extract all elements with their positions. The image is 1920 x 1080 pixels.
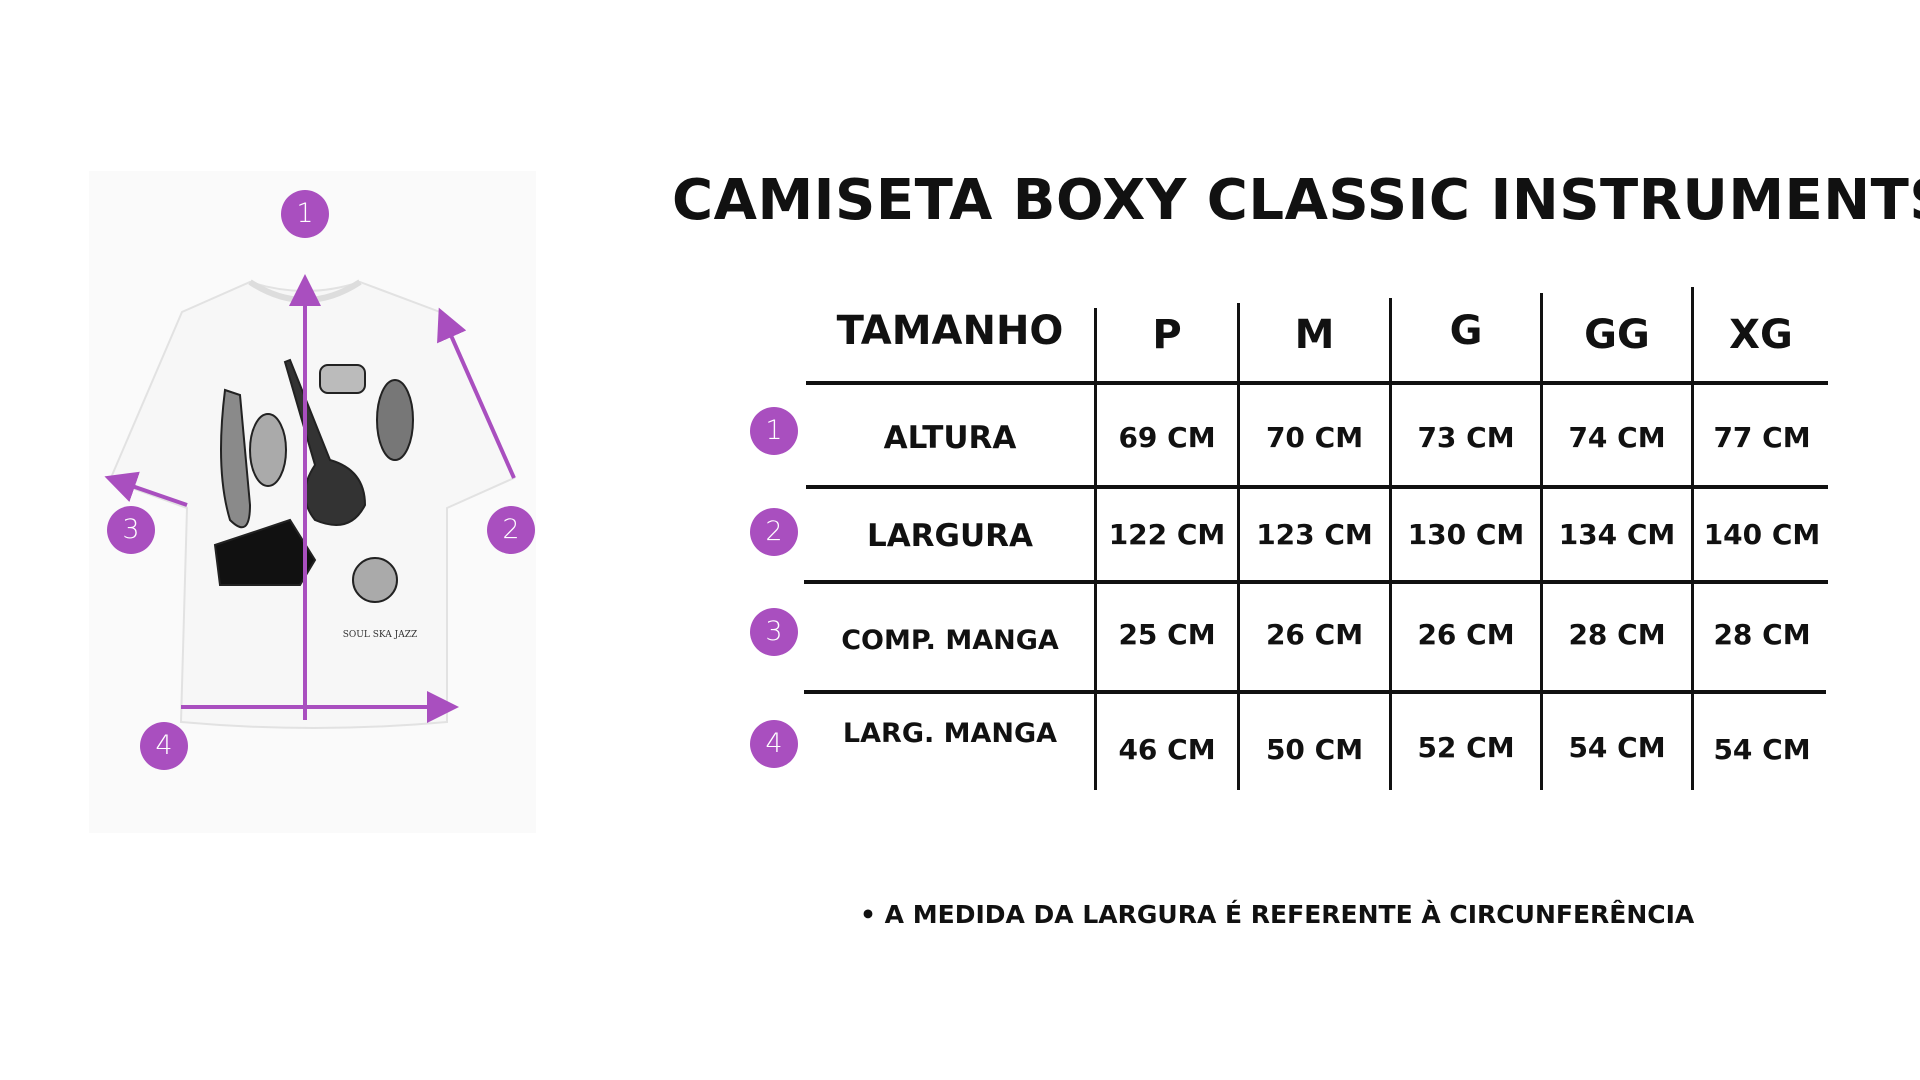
trumpet-icon <box>249 413 287 487</box>
table-cell: 26 CM <box>1417 618 1515 651</box>
shirt-print-text: SOUL SKA JAZZ <box>343 630 417 640</box>
marker-4-badge: 4 <box>140 722 188 770</box>
table-divider <box>1389 298 1392 790</box>
table-cell: 70 CM <box>1265 421 1364 454</box>
marker-2-badge: 2 <box>487 506 535 554</box>
table-cell: 25 CM <box>1118 618 1216 651</box>
saxophone-icon <box>220 388 252 529</box>
row-marker-badge: 3 <box>750 608 798 656</box>
table-cell: 69 CM <box>1118 421 1216 454</box>
drum-icon <box>319 364 366 394</box>
piano-icon <box>213 518 317 586</box>
table-cell: 130 CM <box>1407 518 1525 551</box>
marker-1-badge: 1 <box>281 190 329 238</box>
cello-icon <box>376 379 414 461</box>
page-title: CAMISETA BOXY CLASSIC INSTRUMENTS <box>672 168 1920 233</box>
table-cell: 73 CM <box>1417 421 1515 454</box>
table-cell: 140 CM <box>1703 518 1821 551</box>
table-divider <box>1237 303 1240 790</box>
table-cell: 52 CM <box>1417 731 1515 764</box>
table-cell: 26 CM <box>1265 618 1364 651</box>
table-cell: 122 CM <box>1108 518 1226 551</box>
table-cell: 134 CM <box>1558 518 1676 551</box>
table-divider <box>1094 308 1097 790</box>
table-divider <box>806 485 1828 489</box>
table-divider <box>1540 293 1543 790</box>
table-cell: 50 CM <box>1265 733 1364 766</box>
header-size: M <box>1294 312 1335 358</box>
footnote: • A MEDIDA DA LARGURA É REFERENTE À CIRC… <box>860 900 1695 929</box>
header-size: P <box>1152 312 1182 358</box>
row-marker-badge: 1 <box>750 407 798 455</box>
header-size: XG <box>1729 312 1793 358</box>
row-label: LARGURA <box>866 518 1034 554</box>
marker-3-badge: 3 <box>107 506 155 554</box>
table-cell: 28 CM <box>1713 618 1811 651</box>
sleeve-length-measure-line <box>104 471 188 507</box>
table-divider <box>1691 287 1694 790</box>
header-size: G <box>1449 308 1483 354</box>
table-divider <box>804 580 1828 584</box>
table-cell: 28 CM <box>1568 618 1666 651</box>
header-tamanho: TAMANHO <box>836 308 1064 354</box>
sleeve-width-measure-line <box>437 307 516 479</box>
french-horn-icon <box>352 557 398 603</box>
row-label: COMP. MANGA <box>841 625 1059 656</box>
table-divider <box>806 381 1828 385</box>
header-size: GG <box>1584 312 1650 358</box>
row-marker-badge: 4 <box>750 720 798 768</box>
row-label: LARG. MANGA <box>842 718 1058 749</box>
table-cell: 123 CM <box>1256 518 1373 551</box>
row-label: ALTURA <box>883 420 1017 456</box>
table-divider <box>804 690 1826 694</box>
row-marker-badge: 2 <box>750 508 798 556</box>
table-cell: 74 CM <box>1568 421 1666 454</box>
table-cell: 54 CM <box>1568 731 1666 764</box>
table-cell: 77 CM <box>1713 421 1811 454</box>
table-cell: 54 CM <box>1713 733 1811 766</box>
table-cell: 46 CM <box>1118 733 1216 766</box>
